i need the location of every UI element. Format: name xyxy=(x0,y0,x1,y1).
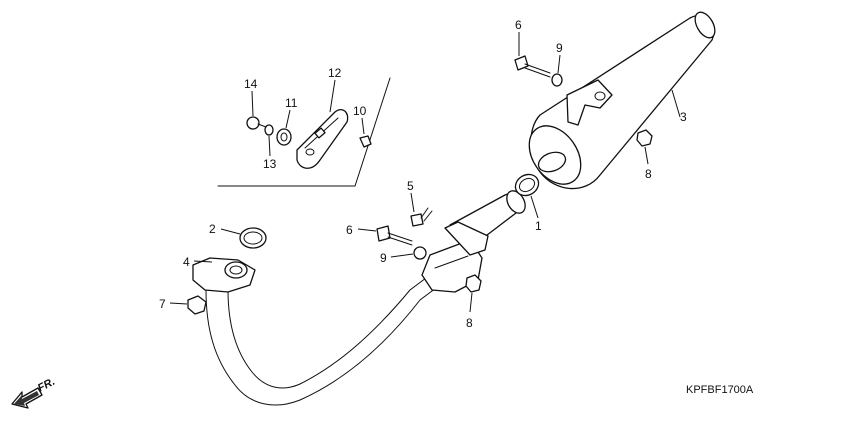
exhaust-gasket xyxy=(239,227,267,249)
callout-4: 4 xyxy=(183,255,190,269)
callout-14: 14 xyxy=(244,77,258,91)
pipe-nut xyxy=(465,274,482,293)
exhaust-pipe xyxy=(192,190,526,406)
muffler-nut xyxy=(636,129,653,147)
callout-8-upper: 8 xyxy=(645,167,652,181)
guard-screw xyxy=(246,116,267,130)
callout-11: 11 xyxy=(285,96,298,110)
flange-bolt-lower xyxy=(376,225,413,246)
flange-bolt-upper xyxy=(514,55,551,78)
callout-9-upper: 9 xyxy=(556,41,563,55)
diagram-code: KPFBF1700A xyxy=(686,384,754,396)
clamp-bolt xyxy=(410,207,433,227)
washer-lower xyxy=(413,246,427,260)
heat-guard xyxy=(296,108,349,169)
callout-9-lower: 9 xyxy=(380,251,387,265)
callout-2: 2 xyxy=(209,222,216,236)
heat-guard-inset xyxy=(217,77,391,187)
flange-nut xyxy=(187,295,207,315)
callout-3: 3 xyxy=(680,110,687,124)
callout-5: 5 xyxy=(407,179,414,193)
guard-washer xyxy=(264,124,274,136)
guard-collar xyxy=(276,128,292,146)
callout-1: 1 xyxy=(535,219,542,233)
muffler xyxy=(528,11,716,190)
callout-12: 12 xyxy=(328,66,342,80)
callout-7: 7 xyxy=(159,297,166,311)
guard-clip xyxy=(359,135,372,148)
callout-8-lower: 8 xyxy=(466,316,473,330)
direction-label: FR. xyxy=(36,376,57,395)
callout-6-lower: 6 xyxy=(346,223,353,237)
washer-upper xyxy=(551,73,563,87)
callout-10: 10 xyxy=(353,104,367,118)
callout-13: 13 xyxy=(263,157,277,171)
leader-lines xyxy=(169,32,681,313)
callout-6-upper: 6 xyxy=(515,18,522,32)
callout-labels: 1 2 3 4 5 6 6 7 8 8 9 9 10 11 12 13 14 xyxy=(159,18,687,330)
front-direction-arrow: FR. xyxy=(11,376,57,409)
